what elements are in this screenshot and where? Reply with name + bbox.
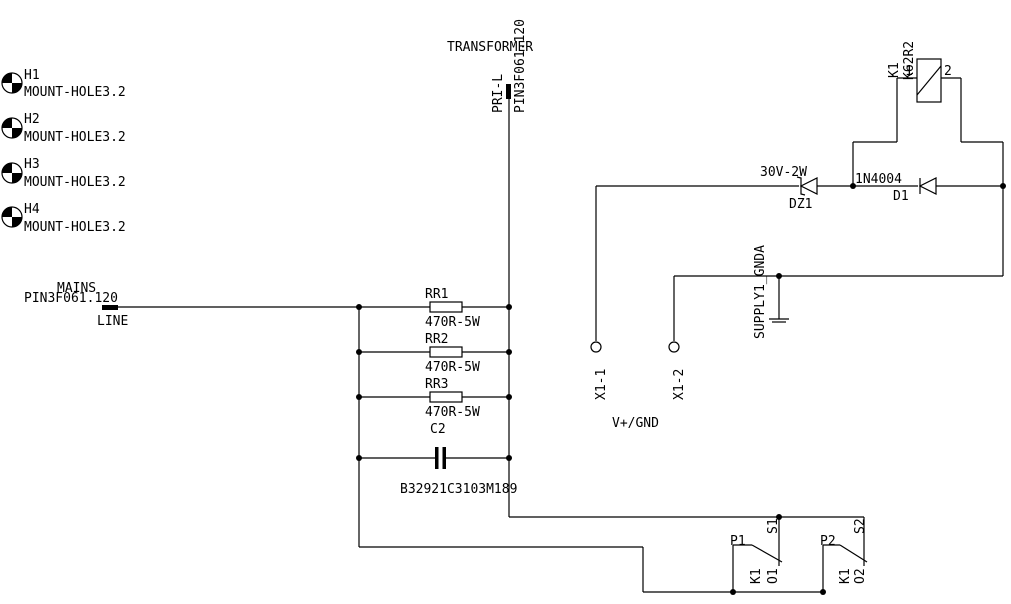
mount-hole-quadrant xyxy=(12,128,22,138)
junction-dot xyxy=(776,514,782,520)
contact-blade xyxy=(839,544,868,563)
capacitor-c2: C2 B32921C3103M189 xyxy=(400,422,517,497)
mains-pin-label: LINE xyxy=(97,314,128,329)
junction-dot xyxy=(730,589,736,595)
connector-label: V+/GND xyxy=(612,416,659,431)
junction-dot xyxy=(506,349,512,355)
mount-hole-quadrant xyxy=(2,163,12,173)
mains-name: MAINS xyxy=(57,281,96,296)
junction-dot xyxy=(1000,183,1006,189)
diode-ref: D1 xyxy=(893,189,909,204)
mount-hole-quadrant xyxy=(2,207,12,217)
mount-hole-ref: H4 xyxy=(24,202,40,217)
diode-value: 1N4004 xyxy=(855,172,902,187)
resistor-body xyxy=(429,391,463,403)
junction-dot xyxy=(506,394,512,400)
relay-coil-slash xyxy=(916,65,942,96)
relay-contact-1: P1 K1 O1 S1 xyxy=(730,518,783,584)
mount-hole-value: MOUNT-HOLE3.2 xyxy=(24,220,126,235)
transformer-name: TRANSFORMER xyxy=(447,40,533,55)
capacitor-plate xyxy=(435,447,439,469)
relay-coil-part: K62R2 xyxy=(902,41,917,80)
capacitor-value: B32921C3103M189 xyxy=(400,482,517,497)
zener-diode-dz1: 30V-2W DZ1 xyxy=(760,165,818,212)
connector-pin1-label: X1-1 xyxy=(594,369,609,400)
resistor-ref: RR1 xyxy=(425,287,448,302)
junction-dot xyxy=(356,349,362,355)
connector-pin-icon xyxy=(668,341,680,353)
contact-s-label: S1 xyxy=(766,518,781,534)
ground-symbol: SUPPLY1_GNDA xyxy=(753,245,789,339)
mains-pin-icon xyxy=(102,305,118,310)
transformer-part: PIN3F061.120 xyxy=(513,19,528,113)
mount-hole-h4: H4 MOUNT-HOLE3.2 xyxy=(1,202,126,235)
contact-o-label: O1 xyxy=(766,568,781,584)
resistor-value: 470R-5W xyxy=(425,315,480,330)
mount-hole-h3: H3 MOUNT-HOLE3.2 xyxy=(1,157,126,190)
diode-triangle xyxy=(918,177,937,195)
mains-part: PIN3F061.120 xyxy=(24,291,118,306)
contact-ref: K1 xyxy=(749,568,764,584)
contact-p-label: P2 xyxy=(820,534,836,549)
mount-hole-ref: H3 xyxy=(24,157,40,172)
capacitor-plate xyxy=(442,447,446,469)
output-connector-x1: X1-1 X1-2 V+/GND xyxy=(590,341,687,431)
resistor-body xyxy=(429,346,463,358)
resistor-value: 470R-5W xyxy=(425,405,480,420)
resistor-value: 470R-5W xyxy=(425,360,480,375)
contact-p-label: P1 xyxy=(730,534,746,549)
junction-dot xyxy=(820,589,826,595)
junction-dot xyxy=(776,273,782,279)
contact-blade xyxy=(751,544,783,563)
mount-hole-ref: H2 xyxy=(24,112,40,127)
wires xyxy=(118,77,1004,593)
resistor-rr2: RR2 470R-5W xyxy=(425,332,480,375)
mount-hole-value: MOUNT-HOLE3.2 xyxy=(24,130,126,145)
zener-ref: DZ1 xyxy=(789,197,812,212)
transformer-pin-icon xyxy=(506,84,511,99)
diode-d1: 1N4004 D1 xyxy=(855,172,937,204)
mount-hole-value: MOUNT-HOLE3.2 xyxy=(24,175,126,190)
resistor-rr1: RR1 470R-5W xyxy=(425,287,480,330)
resistor-rr3: RR3 470R-5W xyxy=(425,377,480,420)
ground-label: SUPPLY1_GNDA xyxy=(753,245,768,339)
relay-coil-ref: K1 xyxy=(887,62,902,78)
mount-hole-quadrant xyxy=(2,118,12,128)
mains-connector: MAINS PIN3F061.120 LINE xyxy=(24,281,128,329)
junction-dot xyxy=(850,183,856,189)
zener-bar xyxy=(796,176,806,196)
resistor-ref: RR3 xyxy=(425,377,448,392)
mount-hole-h1: H1 MOUNT-HOLE3.2 xyxy=(1,68,126,100)
relay-coil-pin2: 2 xyxy=(944,64,952,79)
contact-ref: K1 xyxy=(838,568,853,584)
junction-dot xyxy=(356,455,362,461)
junction-dot xyxy=(356,304,362,310)
mount-hole-quadrant xyxy=(2,73,12,83)
contact-o-label: O2 xyxy=(853,568,868,584)
zener-triangle xyxy=(799,177,818,195)
connector-pin2-label: X1-2 xyxy=(672,369,687,400)
junction-dot xyxy=(506,304,512,310)
junction-dot xyxy=(356,394,362,400)
junction-dot xyxy=(506,455,512,461)
relay-coil-k1: K1 K62R2 1 2 xyxy=(887,41,952,103)
junctions xyxy=(356,183,1006,595)
resistor-body xyxy=(429,301,463,313)
capacitor-ref: C2 xyxy=(430,422,446,437)
transformer-pin-label: PRI-L xyxy=(491,74,506,113)
zener-value: 30V-2W xyxy=(760,165,807,180)
relay-contact-2: P2 K1 O2 S2 xyxy=(820,518,868,584)
mount-hole-quadrant xyxy=(12,83,22,93)
mount-hole-h2: H2 MOUNT-HOLE3.2 xyxy=(1,112,126,145)
connector-pin-icon xyxy=(590,341,602,353)
relay-coil-pin1: 1 xyxy=(905,64,913,79)
transformer-connector: TRANSFORMER PRI-L PIN3F061.120 xyxy=(447,19,533,113)
resistor-ref: RR2 xyxy=(425,332,448,347)
contact-s-label: S2 xyxy=(853,518,868,534)
mount-hole-ref: H1 xyxy=(24,68,40,83)
mount-hole-quadrant xyxy=(12,173,22,183)
mount-hole-quadrant xyxy=(12,217,22,227)
mount-hole-value: MOUNT-HOLE3.2 xyxy=(24,85,126,100)
